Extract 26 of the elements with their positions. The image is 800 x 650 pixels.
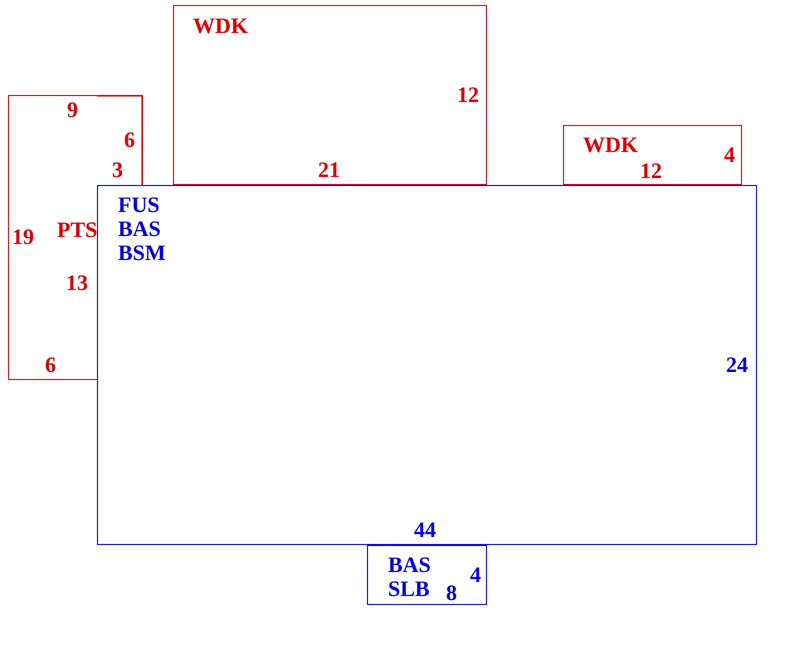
dimension-label: 21 <box>318 159 340 181</box>
room-label: PTS <box>57 218 98 242</box>
room-label: WDK <box>193 14 248 38</box>
dimension-label: 6 <box>124 129 135 151</box>
room-label: BAS <box>118 217 161 241</box>
room-label: SLB <box>388 577 430 601</box>
dimension-label: 19 <box>12 226 34 248</box>
dimension-label: 8 <box>446 582 457 604</box>
room-label: FUS <box>118 193 160 217</box>
dimension-label: 24 <box>726 354 748 376</box>
room-label: BAS <box>388 553 431 577</box>
dimension-label: 4 <box>724 144 735 166</box>
room-outline <box>97 185 757 545</box>
room-outline <box>173 5 487 185</box>
room-outline <box>563 125 742 185</box>
dimension-label: 12 <box>457 84 479 106</box>
dimension-label: 3 <box>112 159 123 181</box>
dimension-label: 4 <box>470 564 481 586</box>
dimension-label: 6 <box>45 354 56 376</box>
room-label: BSM <box>118 241 166 265</box>
room-outline <box>367 545 487 605</box>
room-label: WDK <box>583 133 638 157</box>
dimension-label: 12 <box>640 160 662 182</box>
dimension-label: 13 <box>66 272 88 294</box>
dimension-label: 9 <box>67 99 78 121</box>
dimension-label: 44 <box>414 519 436 541</box>
